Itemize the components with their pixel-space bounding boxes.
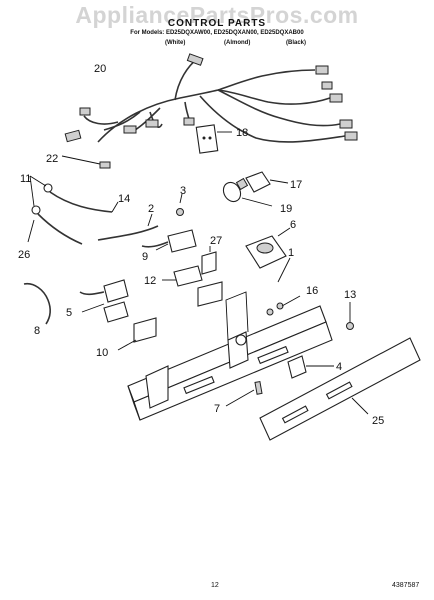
models-subtitle: For Models: ED25DQXAW00, ED25DQXAN00, ED… [130, 30, 304, 36]
part-9 [141, 229, 197, 253]
callout-17: 17 [290, 179, 302, 191]
callout-7: 7 [214, 403, 220, 415]
part-5 [79, 279, 129, 323]
part-16 [266, 295, 301, 316]
part-7 [225, 380, 263, 407]
part-8 [23, 282, 51, 325]
callout-8: 8 [34, 325, 40, 337]
callout-22: 22 [46, 153, 58, 165]
callout-1: 1 [288, 247, 294, 259]
callout-27: 27 [210, 235, 222, 247]
callout-18: 18 [236, 127, 248, 139]
part-3 [176, 193, 184, 216]
watermark: AppliancePartsPros.com [75, 2, 359, 28]
diagram-title: CONTROL PARTS [167, 18, 267, 29]
callout-25: 25 [372, 415, 384, 427]
callout-12: 12 [144, 275, 156, 287]
callout-6: 6 [290, 219, 296, 231]
callout-4: 4 [336, 361, 342, 373]
part-27 [201, 246, 217, 275]
callout-19: 19 [280, 203, 292, 215]
callout-16: 16 [306, 285, 318, 297]
control-housing [127, 291, 333, 421]
variant-almond: (Almond) [224, 40, 251, 46]
callout-26: 26 [18, 249, 30, 261]
part-25 [259, 337, 421, 441]
callout-13: 13 [344, 289, 356, 301]
part-18 [195, 124, 232, 154]
callout-11: 11 [20, 173, 31, 185]
part-12 [162, 265, 203, 287]
label-patch [197, 281, 223, 307]
part-11-14-26 [27, 175, 119, 245]
callout-3: 3 [180, 185, 186, 197]
variant-black: (Black) [286, 40, 307, 46]
callout-5: 5 [66, 307, 72, 319]
callout-10: 10 [96, 347, 108, 359]
part-13 [346, 302, 354, 330]
part-2 [97, 225, 159, 241]
part-17 [245, 171, 289, 193]
part-number: 4387587 [392, 582, 420, 589]
wiring-harness [64, 53, 358, 143]
callout-9: 9 [142, 251, 148, 263]
part-10 [117, 317, 157, 351]
part-19 [222, 177, 273, 207]
callout-2: 2 [148, 203, 154, 215]
part-22 [61, 155, 111, 169]
part-4 [287, 355, 334, 379]
callout-14: 14 [118, 193, 130, 205]
part-6 [245, 227, 291, 269]
variant-white: (White) [165, 40, 186, 46]
callout-20: 20 [94, 63, 106, 75]
page-number: 12 [211, 582, 219, 589]
